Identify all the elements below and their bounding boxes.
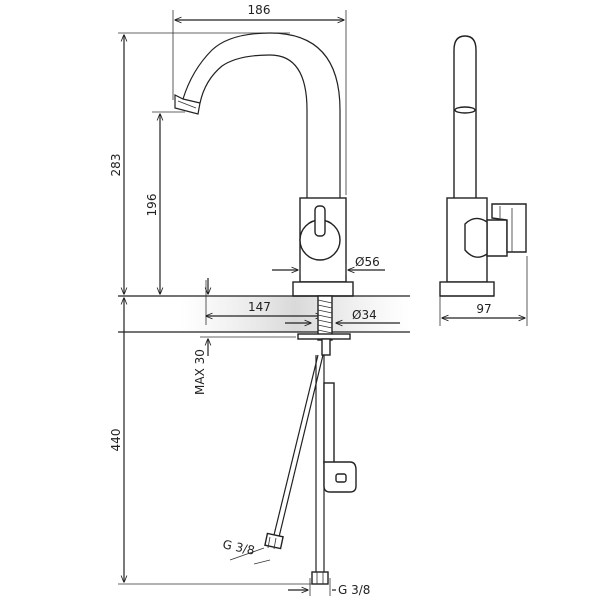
faucet-front-view: [174, 32, 354, 297]
label-diameter-34: Ø34: [352, 308, 377, 322]
hose-cartridge: [323, 382, 335, 464]
dimension-186: 186: [172, 3, 347, 195]
label-thread-left: G 3/8: [221, 537, 256, 557]
side-aerator: [454, 106, 476, 114]
label-thread-right: G 3/8: [338, 583, 370, 597]
right-hose-nut: [311, 571, 329, 585]
fixing-washer: [297, 333, 351, 340]
handle-lever: [314, 205, 326, 237]
dimension-max-30: MAX 30: [193, 278, 296, 395]
dimension-97: 97: [439, 256, 528, 326]
label-diameter-56: Ø56: [355, 255, 380, 269]
thread-label-left: G 3/8: [221, 537, 271, 565]
label-440: 440: [109, 429, 123, 452]
dimension-147: 147: [206, 280, 322, 325]
dimension-diameter-34: Ø34: [285, 308, 400, 323]
left-hose-nut: [264, 532, 284, 550]
label-186: 186: [248, 3, 271, 17]
mounting-assembly: [297, 295, 351, 356]
dimension-196: 196: [145, 111, 185, 294]
hoses: [264, 354, 357, 585]
faucet-side-view: [439, 35, 527, 297]
dimension-283: 283: [109, 32, 290, 294]
label-147: 147: [248, 300, 271, 314]
label-196: 196: [145, 194, 159, 217]
label-max-30: MAX 30: [193, 349, 207, 395]
thread-label-right: G 3/8: [288, 578, 370, 597]
dimension-440: 440: [109, 298, 312, 585]
dimension-diameter-56: Ø56: [272, 255, 385, 275]
base-plate: [292, 281, 354, 297]
label-97: 97: [476, 302, 491, 316]
label-283: 283: [109, 154, 123, 177]
